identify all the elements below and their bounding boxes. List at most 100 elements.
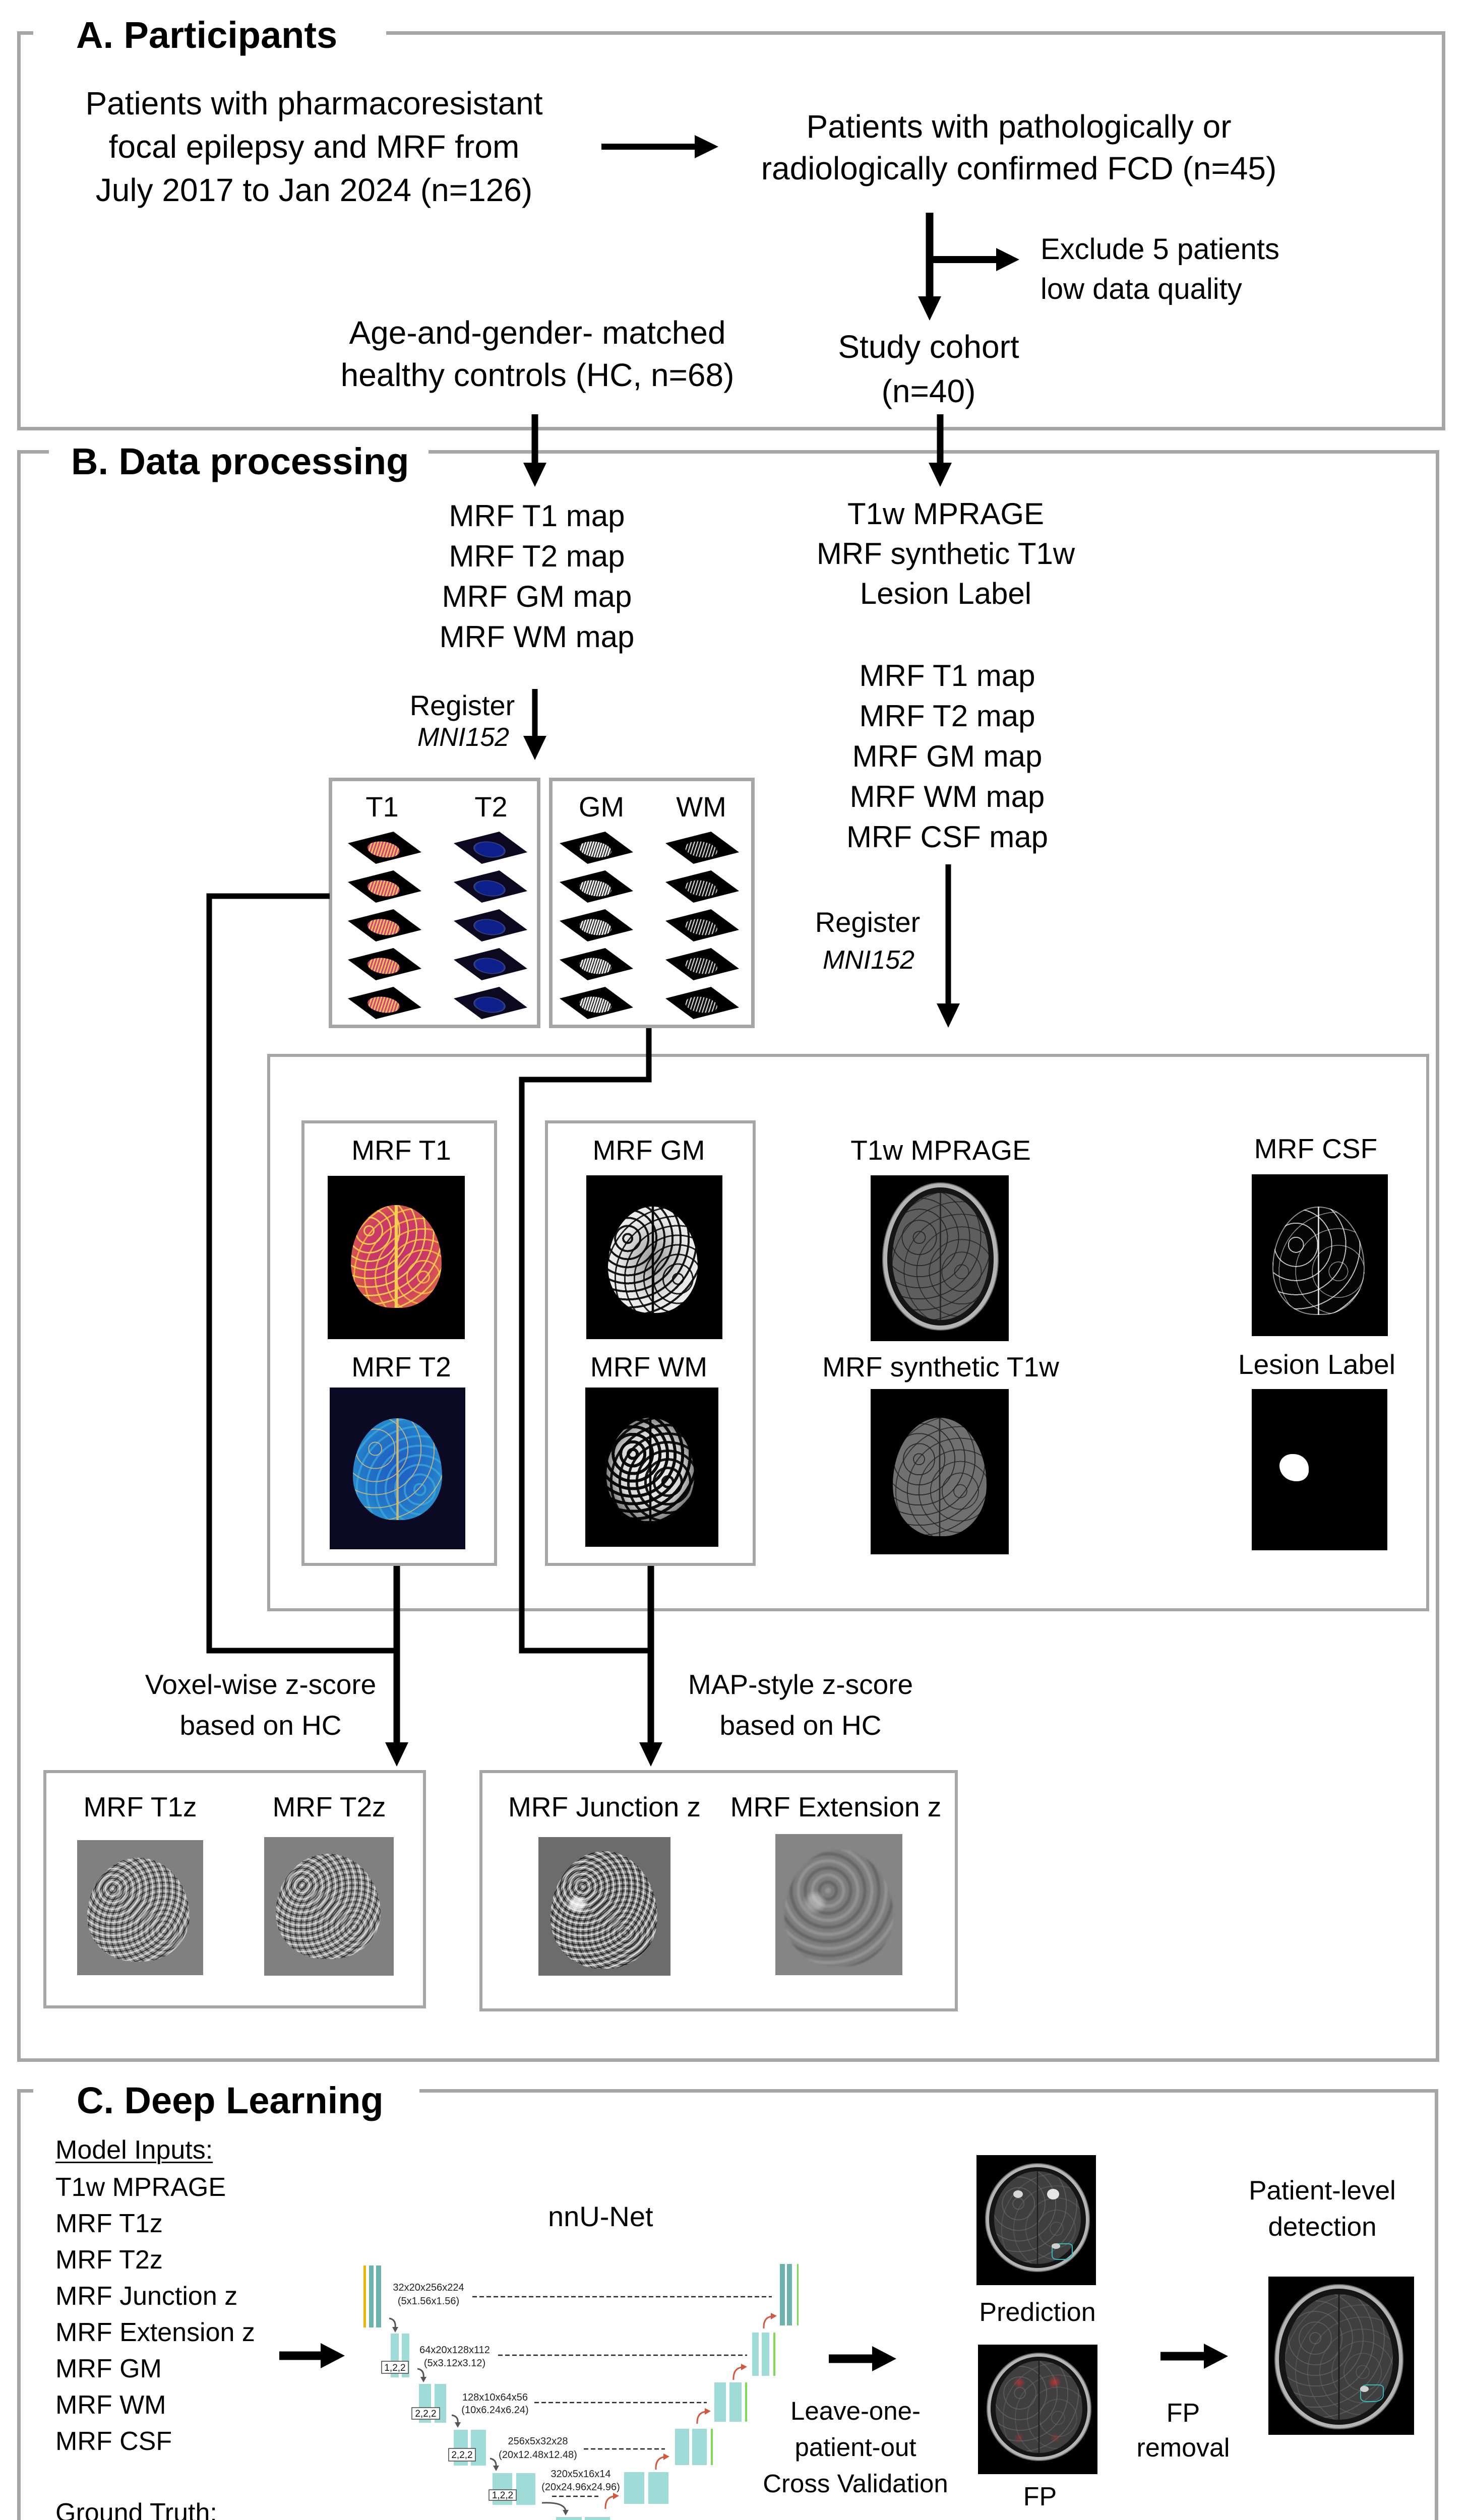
list-item: MRF CSF [55,2427,172,2456]
fp-probability-blob [1047,2375,1062,2389]
brain-slice [1272,1207,1365,1315]
brain-slice [606,1418,695,1522]
model-name: nnU-Net [548,2200,653,2232]
mapstyle-zscore-text: MAP-style z-score based on HC [688,1664,913,1746]
skull-ring [883,1183,998,1330]
text-line: probability [980,2514,1099,2520]
brain-icon [684,956,719,976]
brain-icon [578,917,613,937]
brain-slice [276,1854,381,1959]
fp-probability-label: FP probability [980,2480,1099,2520]
brain-icon [684,878,719,898]
deep-learning-panel [17,2089,1438,2520]
brain-slice [892,1193,989,1320]
skull-ring [1275,2285,1402,2429]
mrf-csf-label: MRF CSF [1254,1133,1378,1164]
brain-icon [578,994,613,1015]
prediction-label: Prediction [979,2298,1096,2327]
patient-level-detection-image [1268,2277,1414,2435]
mrf-wm-image [585,1388,718,1547]
text-line: low data quality [1041,273,1242,305]
fp-probability-blob [1012,2377,1026,2389]
brain-icon [366,917,401,937]
brain-icon [366,878,401,898]
deep-learning-title-text: C. Deep Learning [77,2080,384,2121]
cohort-images-list: T1w MPRAGE MRF synthetic T1w Lesion Labe… [817,494,1075,613]
hc-register-label: Register [409,689,515,721]
healthy-controls-text: Age-and-gender- matched healthy controls… [341,311,735,396]
cohort-maps-list: MRF T1 map MRF T2 map MRF GM map MRF WM … [846,656,1048,857]
prediction-blob [1052,2243,1060,2249]
synthetic-t1w-image [871,1389,1009,1554]
list-item: MRF CSF map [846,820,1049,854]
model-inputs-list: T1w MPRAGE MRF T1z MRF T2z MRF Junction … [55,2169,255,2460]
brain-icon [472,878,507,898]
gm-wm-stack-box [549,778,755,1028]
synthetic-t1w-label: MRF synthetic T1w [822,1351,1059,1382]
participants-title: A. Participants [33,15,386,55]
text-line: Patients with pharmacoresistant [85,85,543,121]
list-item: MRF T2 map [859,699,1035,733]
list-item: MRF Extension z [55,2318,255,2347]
mrf-gm-image [586,1175,722,1339]
brain-icon [366,839,401,859]
brain-icon [684,917,719,937]
mrf-t2-label: MRF T2 [351,1351,451,1382]
fp-probability-image [978,2345,1097,2474]
brain-icon [366,994,401,1015]
ground-truth-outline [1360,2384,1384,2402]
brain-slice [608,1206,698,1313]
mrf-csf-image [1252,1174,1388,1336]
mrf-extension-z-image [775,1834,902,1975]
text-line: radiologically confirmed FCD (n=45) [761,150,1277,186]
patient-level-detection-label: Patient-level detection [1249,2173,1396,2245]
list-item: MRF GM map [442,580,632,613]
brain-icon [578,878,613,898]
skull-ring [986,2164,1089,2271]
mrf-gm-label: MRF GM [592,1135,705,1166]
text-line: Cross Validation [763,2469,948,2498]
mrf-t2z-label: MRF T2z [272,1791,386,1822]
brain-slice [550,1851,657,1969]
brain-slice [87,1857,190,1962]
hc-maps-list: MRF T1 map MRF T2 map MRF GM map MRF WM … [440,496,635,657]
brain-icon [472,956,507,976]
prediction-image [976,2155,1096,2285]
text-line: based on HC [719,1710,882,1741]
text-line: Patient-level [1249,2176,1396,2206]
mrf-junction-z-image [538,1837,670,1976]
text-line: FP [1166,2399,1200,2428]
cross-validation-text: Leave-one- patient-out Cross Validation [763,2393,948,2502]
text-line: removal [1136,2433,1230,2463]
stack-label-t2: T2 [474,791,508,823]
participants-title-text: A. Participants [76,14,338,56]
brain-icon [472,839,507,859]
list-item: T1w MPRAGE [847,497,1045,531]
cohort-register-label: Register [815,906,921,938]
brain-icon [578,956,613,976]
data-processing-panel [17,450,1439,2062]
mrf-wm-label: MRF WM [590,1351,708,1382]
lesion-label-label: Lesion Label [1238,1349,1395,1380]
brain-slice [995,2360,1083,2453]
ground-truth-outline [1052,2243,1073,2260]
list-item: MRF WM [55,2390,166,2420]
prediction-blob [1013,2190,1023,2198]
list-item: MRF T1z [55,2209,163,2238]
stack-label-wm: WM [676,791,726,823]
list-item: MRF GM map [852,739,1043,773]
stack-label-t1: T1 [365,791,399,823]
mrf-junction-z-label: MRF Junction z [508,1791,701,1822]
data-processing-title: B. Data processing [49,442,429,482]
data-processing-title-text: B. Data processing [71,440,409,482]
text-line: detection [1268,2212,1377,2242]
skull-ring [987,2353,1090,2460]
brain-icon [684,839,719,859]
lesion-label-image [1252,1389,1387,1550]
brain-icon [684,994,719,1015]
text-line: Voxel-wise z-score [145,1669,377,1700]
list-item: MRF synthetic T1w [816,537,1075,571]
t1-t2-stack-box [329,778,540,1028]
text-line: healthy controls (HC, n=68) [340,357,735,393]
cohort-register-target: MNI152 [822,946,915,975]
